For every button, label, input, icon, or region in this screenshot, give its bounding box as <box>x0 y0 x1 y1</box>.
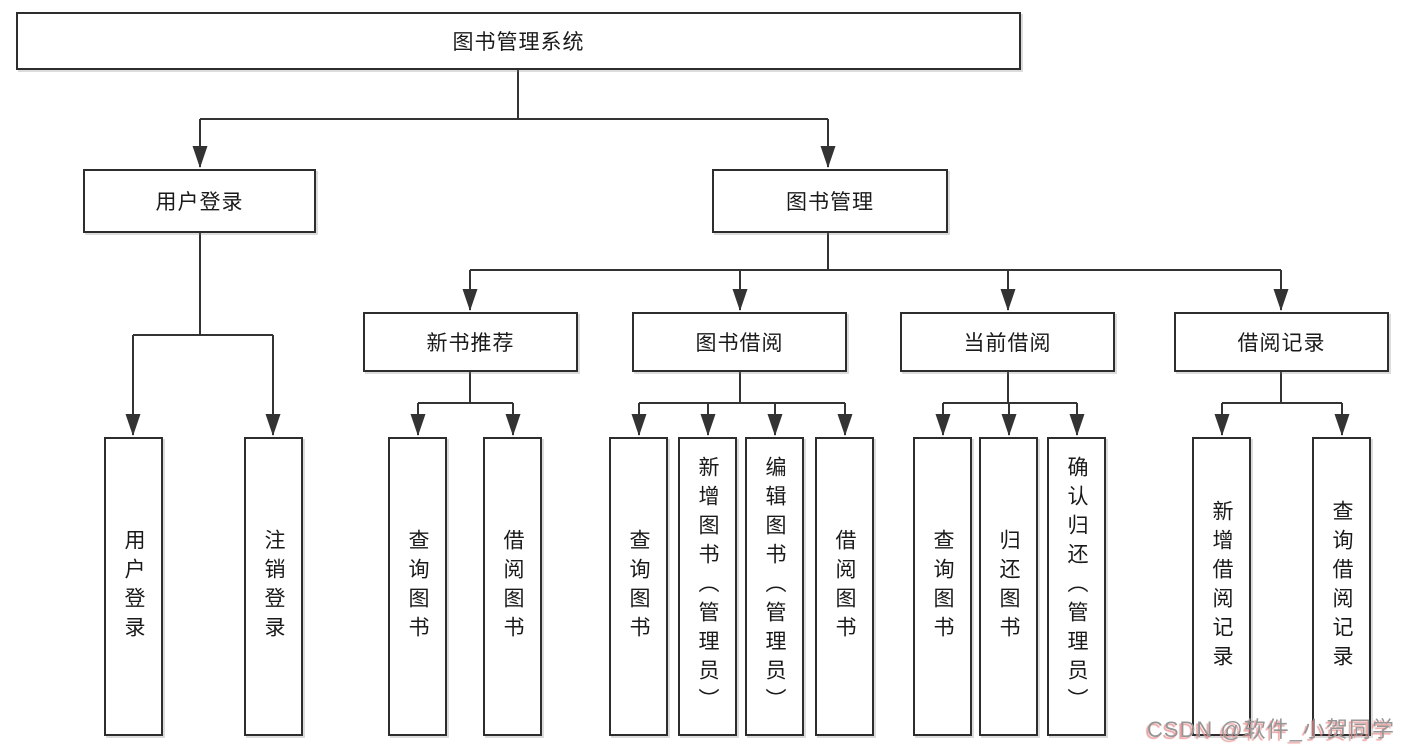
node-borrowing-records-label: 借阅记录 <box>1237 332 1326 355</box>
leaf-query-books-borrowing-label: 查询图书 <box>627 528 650 645</box>
leaf-confirm-return-admin: 确认归还（管理员） <box>1047 437 1106 736</box>
leaf-query-books-recommend: 查询图书 <box>388 437 447 736</box>
leaf-query-books-borrowing: 查询图书 <box>609 437 668 736</box>
node-book-borrowing: 图书借阅 <box>632 312 847 372</box>
node-library-system: 图书管理系统 <box>16 12 1021 70</box>
leaf-return-books: 归还图书 <box>979 437 1038 736</box>
node-borrowing-records: 借阅记录 <box>1174 312 1389 372</box>
leaf-confirm-return-admin-label: 确认归还（管理员） <box>1065 456 1088 717</box>
leaf-user-login-label: 用户登录 <box>122 528 145 645</box>
node-library-system-label: 图书管理系统 <box>452 31 585 54</box>
leaf-query-books-recommend-label: 查询图书 <box>406 528 429 645</box>
leaf-query-borrow-record: 查询借阅记录 <box>1312 437 1371 736</box>
node-new-book-recommendation: 新书推荐 <box>363 312 578 372</box>
node-current-borrowing: 当前借阅 <box>900 312 1115 372</box>
csdn-watermark: CSDN @软件_小贺同学 <box>1146 717 1395 742</box>
leaf-query-books-current-label: 查询图书 <box>931 528 954 645</box>
leaf-borrow-books-recommend: 借阅图书 <box>483 437 542 736</box>
node-book-borrowing-label: 图书借阅 <box>695 332 784 355</box>
leaf-add-borrow-record: 新增借阅记录 <box>1192 437 1251 736</box>
node-book-management: 图书管理 <box>712 169 948 233</box>
leaf-add-book-admin: 新增图书（管理员） <box>678 437 737 736</box>
leaf-user-login: 用户登录 <box>104 437 163 736</box>
leaf-add-borrow-record-label: 新增借阅记录 <box>1210 499 1233 674</box>
leaf-borrow-books-recommend-label: 借阅图书 <box>501 528 524 645</box>
leaf-edit-book-admin: 编辑图书（管理员） <box>745 437 804 736</box>
node-user-login: 用户登录 <box>83 169 316 233</box>
node-new-book-recommendation-label: 新书推荐 <box>426 332 515 355</box>
leaf-return-books-label: 归还图书 <box>997 528 1020 645</box>
node-user-login-label: 用户登录 <box>155 191 244 214</box>
connector-trunks <box>133 70 1342 404</box>
node-current-borrowing-label: 当前借阅 <box>963 332 1052 355</box>
node-book-management-label: 图书管理 <box>786 191 874 214</box>
leaf-borrow-books-borrowing-label: 借阅图书 <box>833 528 856 645</box>
leaf-query-books-current: 查询图书 <box>913 437 972 736</box>
leaf-logout-label: 注销登录 <box>262 528 285 645</box>
leaf-query-borrow-record-label: 查询借阅记录 <box>1330 499 1353 674</box>
leaf-edit-book-admin-label: 编辑图书（管理员） <box>763 456 786 717</box>
leaf-borrow-books-borrowing: 借阅图书 <box>815 437 874 736</box>
leaf-logout: 注销登录 <box>244 437 303 736</box>
leaf-add-book-admin-label: 新增图书（管理员） <box>696 456 719 717</box>
